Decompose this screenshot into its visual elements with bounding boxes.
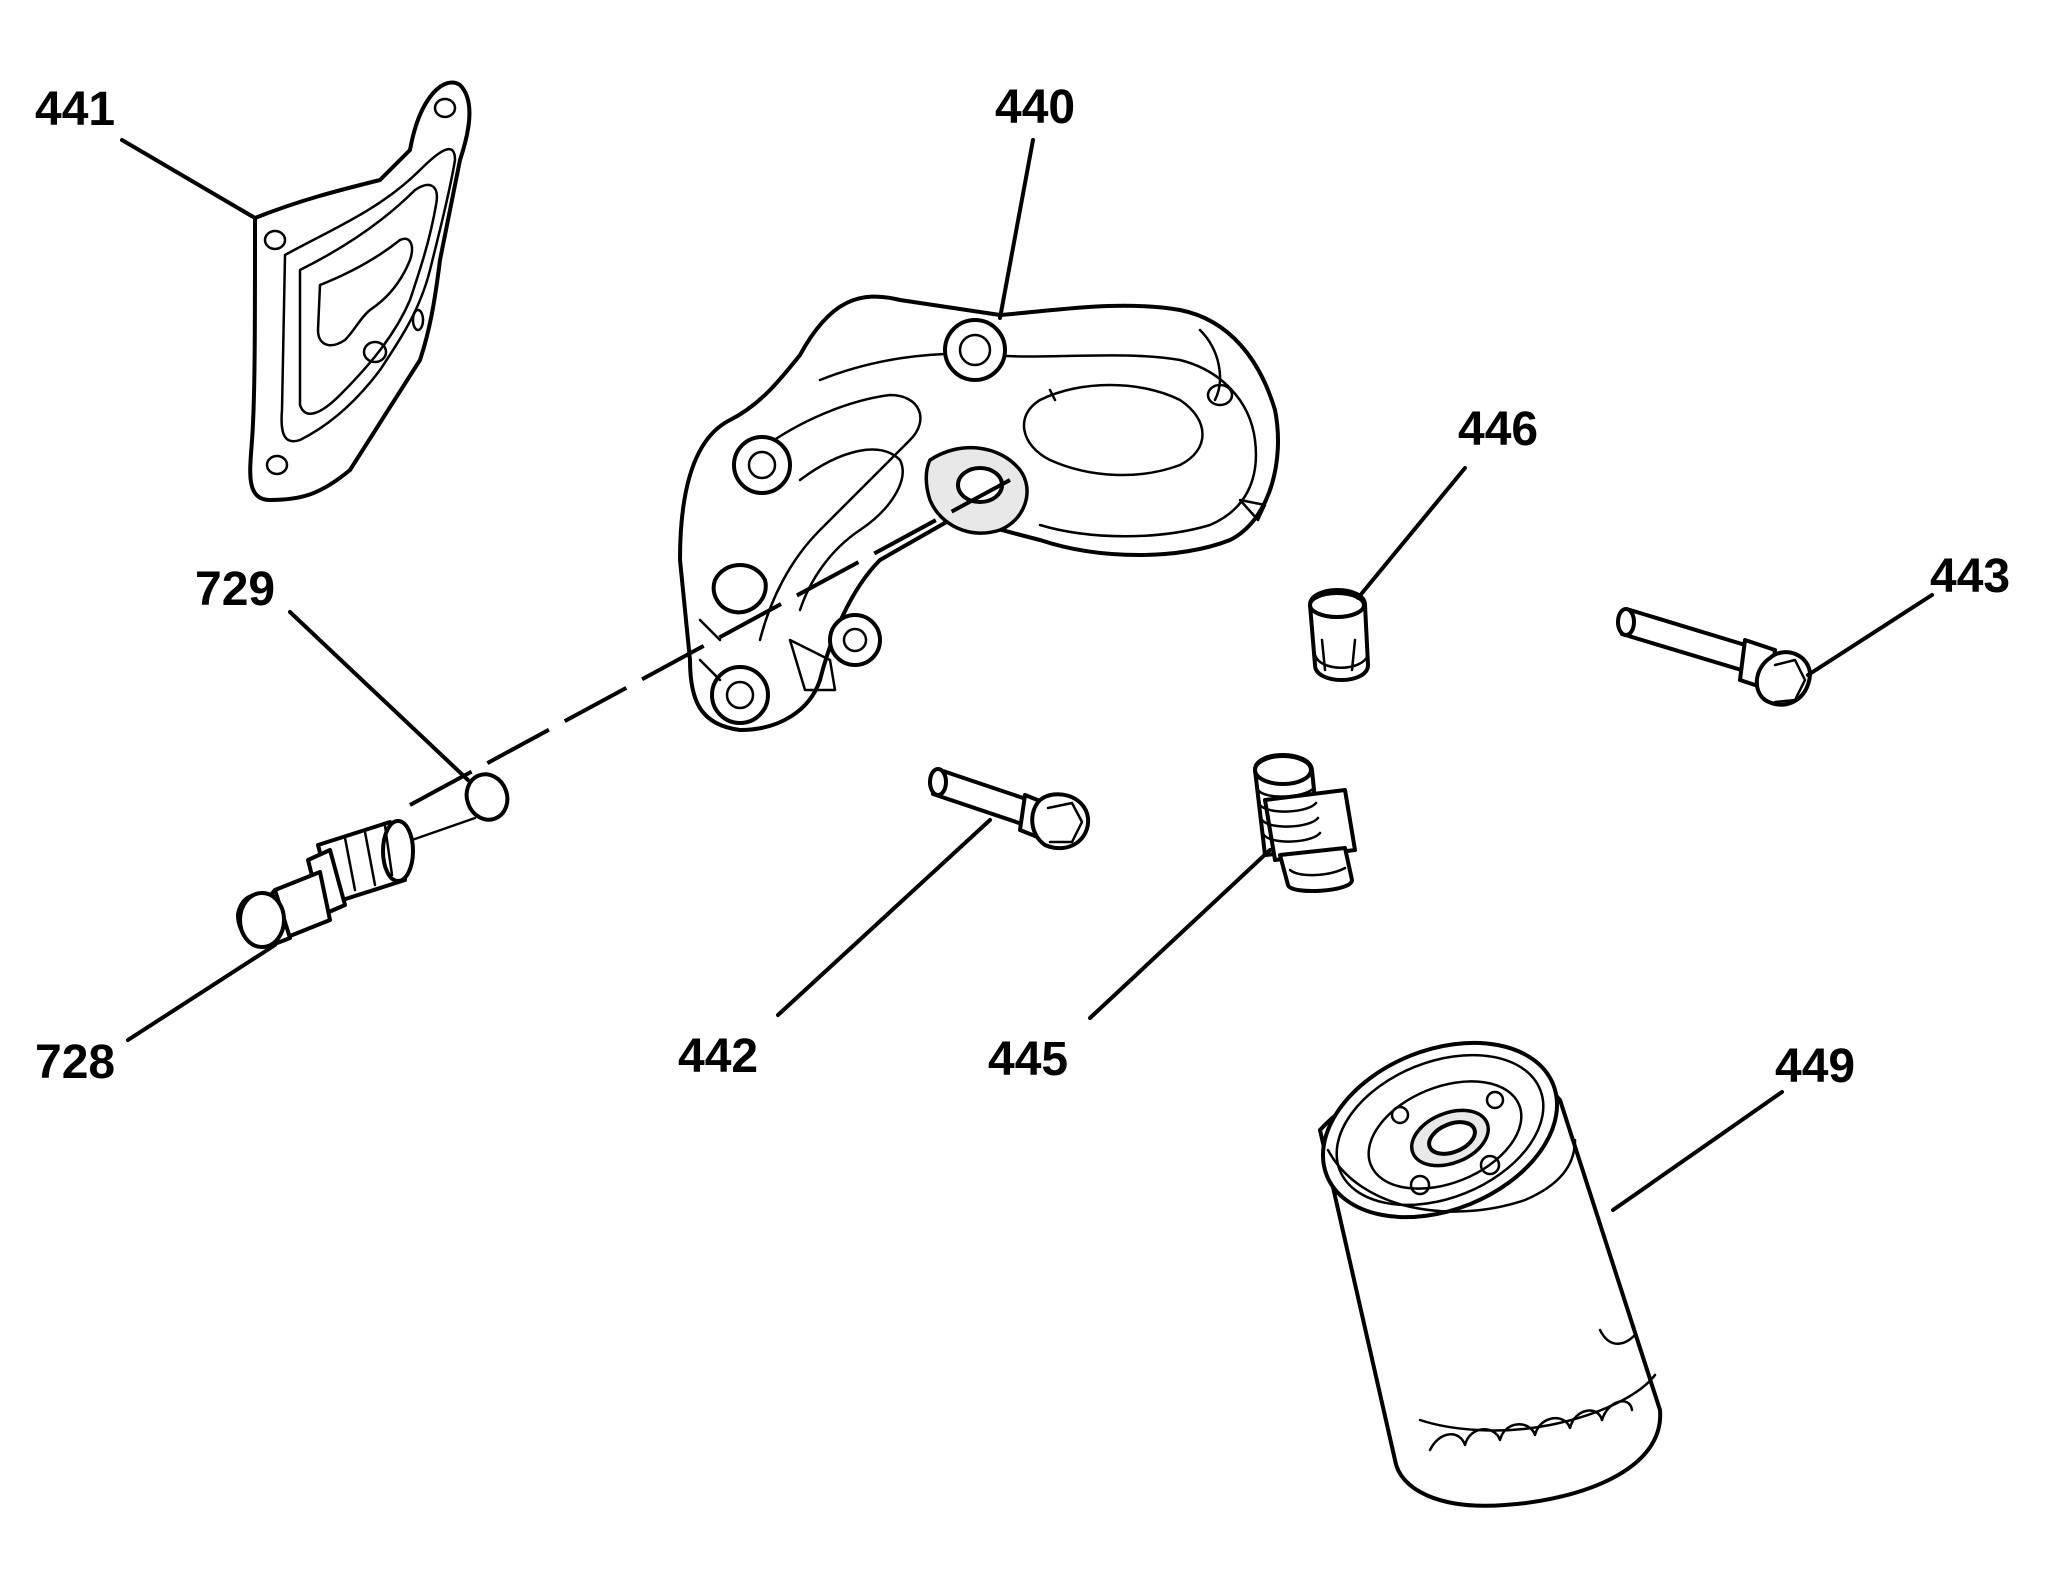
leader-728 <box>126 943 277 1042</box>
callout-443: 443 <box>1930 550 2010 603</box>
callout-728: 728 <box>35 1036 115 1089</box>
callout-440: 440 <box>995 81 1075 134</box>
oil-pressure-sensor-part <box>236 816 477 949</box>
callout-445: 445 <box>988 1033 1068 1086</box>
gasket-part <box>248 80 472 502</box>
leader-443 <box>1806 593 1934 677</box>
callout-441: 441 <box>35 83 115 136</box>
bolt-short-part <box>928 767 1091 851</box>
callout-446: 446 <box>1458 403 1538 456</box>
leader-442 <box>776 818 992 1017</box>
leader-446 <box>1356 466 1467 600</box>
oil-filter-part <box>1318 1040 1663 1508</box>
callout-442: 442 <box>678 1030 758 1083</box>
leader-440 <box>998 138 1035 320</box>
o-ring-part <box>464 772 510 822</box>
callout-729: 729 <box>195 563 275 616</box>
leader-441 <box>120 138 257 220</box>
callout-449: 449 <box>1775 1040 1855 1093</box>
oil-filter-adapter-part <box>678 294 1280 732</box>
assembly-axis-line <box>409 478 1011 807</box>
plug-small-part <box>1308 588 1370 682</box>
filter-fitting-part <box>1253 753 1357 894</box>
leader-445 <box>1088 848 1272 1020</box>
leader-729 <box>288 610 470 782</box>
leader-449 <box>1611 1090 1784 1212</box>
bolt-long-part <box>1616 607 1812 707</box>
